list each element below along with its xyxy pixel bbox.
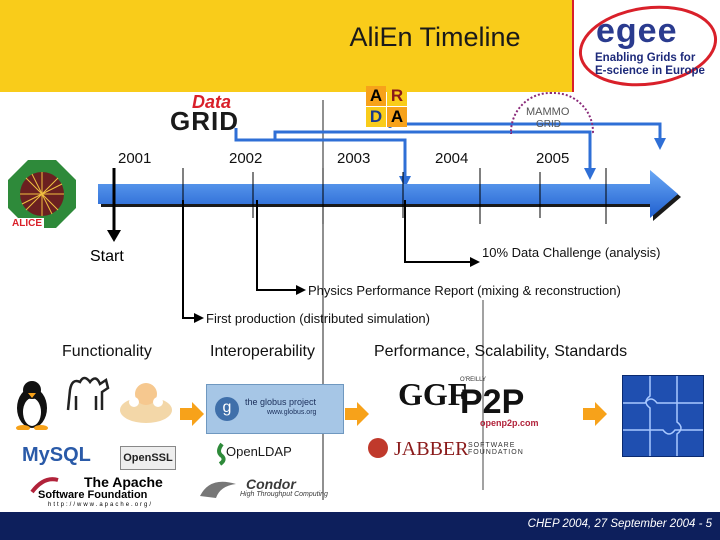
timeline-arrow bbox=[98, 170, 678, 218]
category-interoperability: Interoperability bbox=[210, 343, 315, 360]
egee-logo bbox=[572, 0, 720, 92]
arda-letter-3: D bbox=[366, 107, 386, 127]
footer-band bbox=[0, 512, 720, 540]
arda-connector bbox=[273, 130, 592, 170]
category-functionality: Functionality bbox=[62, 343, 152, 360]
arda-logo: A R D A bbox=[366, 86, 408, 128]
milestone-first-production: First production (distributed simulation… bbox=[206, 311, 430, 326]
orange-arrow-3 bbox=[583, 402, 607, 426]
apache-logo-line-1: The Apache bbox=[84, 474, 163, 490]
apache-logo-url: http://www.apache.org/ bbox=[48, 502, 154, 508]
cartoon-bath-icon bbox=[118, 380, 174, 426]
globus-logo-url: www.globus.org bbox=[267, 409, 317, 416]
datagrid-logo-bottom: GRID bbox=[170, 106, 239, 136]
slide-title: AliEn Timeline bbox=[349, 22, 521, 52]
alice-logo: ALICE bbox=[6, 158, 78, 230]
egee-tagline-line-1: Enabling Grids for bbox=[595, 52, 696, 64]
egee-logo-tagline: Enabling Grids for E-science in Europe bbox=[595, 52, 705, 78]
globus-g-icon: g bbox=[215, 397, 239, 421]
year-2005: 2005 bbox=[536, 150, 570, 167]
mysql-logo: MySQL bbox=[22, 444, 91, 466]
milestone-start: Start bbox=[90, 248, 124, 265]
year-2004: 2004 bbox=[435, 150, 469, 167]
mammogrid-logo-bottom: GRID bbox=[536, 119, 561, 130]
jabber-logo: JABBER bbox=[394, 438, 469, 460]
orange-arrow-2 bbox=[345, 402, 369, 426]
arda-letter-1: A bbox=[366, 86, 386, 106]
milestone-challenge: 10% Data Challenge (analysis) bbox=[482, 245, 661, 260]
milestone-physics-report: Physics Performance Report (mixing & rec… bbox=[308, 283, 621, 298]
perl-camel-icon bbox=[62, 366, 110, 418]
p2p-logo-url: openp2p.com bbox=[480, 418, 539, 428]
footer-text: CHEP 2004, 27 September 2004 - 5 bbox=[527, 518, 712, 530]
year-2003: 2003 bbox=[337, 150, 371, 167]
category-performance: Performance, Scalability, Standards bbox=[374, 343, 628, 360]
jabber-bulb-icon bbox=[368, 438, 388, 458]
jabber-logo-sub: SOFTWARE FOUNDATION bbox=[468, 442, 524, 456]
openldap-logo-text: OpenLDAP bbox=[226, 444, 292, 459]
p2p-logo: P2P bbox=[460, 383, 525, 421]
mammogrid-logo-top: MAMMO bbox=[526, 106, 570, 118]
condor-logo-text: Condor bbox=[246, 476, 296, 492]
apache-logo-line-2: Software Foundation bbox=[38, 489, 148, 501]
oreilly-label: O'REILLY bbox=[460, 377, 487, 383]
globus-logo-text: the globus project bbox=[245, 397, 317, 407]
year-2002: 2002 bbox=[229, 150, 263, 167]
datagrid-connector bbox=[234, 128, 407, 178]
condor-logo: Condor High Throughput Computing bbox=[198, 474, 348, 502]
globus-logo: g the globus project www.globus.org bbox=[206, 384, 344, 434]
openldap-logo: OpenLDAP bbox=[214, 440, 302, 466]
orange-arrow-1 bbox=[180, 402, 204, 426]
egee-tagline-line-2: E-science in Europe bbox=[595, 65, 705, 77]
header-band bbox=[0, 0, 580, 92]
linux-tux-icon bbox=[12, 378, 52, 431]
openssl-logo: OpenSSL bbox=[120, 446, 176, 470]
alice-logo-text: ALICE bbox=[10, 218, 44, 229]
arda-letter-2: R bbox=[387, 86, 407, 106]
ggf-logo: GGF bbox=[398, 376, 468, 412]
condor-logo-sub: High Throughput Computing bbox=[240, 491, 328, 498]
apache-logo: The Apache Software Foundation http://ww… bbox=[30, 474, 180, 510]
year-2001: 2001 bbox=[118, 150, 152, 167]
arda-letter-4: A bbox=[387, 107, 407, 127]
datagrid-logo-top: Data bbox=[192, 92, 232, 112]
puzzle-icon bbox=[622, 375, 704, 457]
egee-logo-word: egee bbox=[596, 12, 678, 50]
datagrid-logo: Data GRID bbox=[170, 92, 270, 136]
